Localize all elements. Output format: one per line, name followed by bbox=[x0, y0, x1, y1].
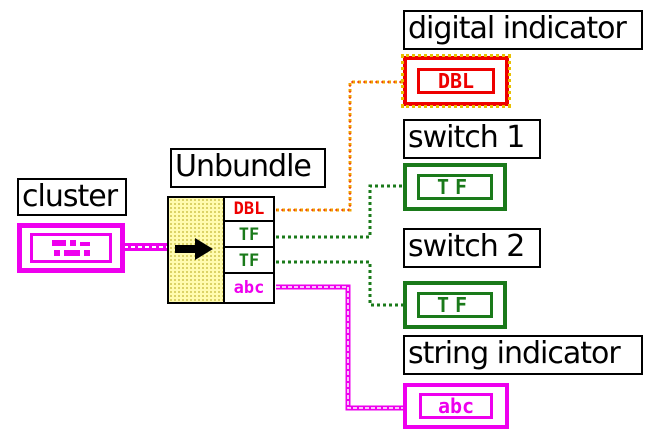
cluster-label: cluster bbox=[17, 178, 127, 216]
tf-wire-2[interactable] bbox=[276, 260, 404, 307]
string-indicator-terminal[interactable]: abc bbox=[403, 383, 509, 429]
tf-type-badge: TF bbox=[417, 292, 493, 318]
digital-indicator-label: digital indicator bbox=[403, 10, 643, 50]
abc-type-badge: abc bbox=[419, 393, 493, 419]
cluster-glyph bbox=[52, 240, 90, 256]
unbundle-node[interactable]: DBL TF TF abc bbox=[167, 196, 275, 304]
arrow-right-icon bbox=[175, 238, 213, 260]
unbundle-output-tf-2[interactable]: TF bbox=[225, 250, 273, 274]
switch-2-label: switch 2 bbox=[403, 228, 541, 268]
switch-2-terminal[interactable]: TF bbox=[403, 281, 507, 329]
unbundle-label: Unbundle bbox=[170, 148, 326, 188]
unbundle-output-dbl[interactable]: DBL bbox=[225, 198, 273, 222]
unbundle-output-tf-1[interactable]: TF bbox=[225, 224, 273, 248]
string-indicator-label: string indicator bbox=[403, 335, 643, 375]
unbundle-body bbox=[169, 198, 225, 302]
dbl-type-badge: DBL bbox=[417, 68, 495, 94]
cluster-icon bbox=[30, 233, 112, 263]
switch-1-label: switch 1 bbox=[403, 119, 541, 159]
cluster-terminal[interactable] bbox=[17, 223, 125, 273]
tf-wire-1[interactable] bbox=[276, 184, 404, 239]
unbundle-output-abc[interactable]: abc bbox=[233, 277, 265, 298]
digital-indicator-terminal[interactable]: DBL bbox=[401, 54, 511, 108]
tf-type-badge: TF bbox=[417, 174, 493, 200]
string-wire[interactable] bbox=[276, 284, 404, 411]
dbl-wire[interactable] bbox=[276, 80, 404, 212]
switch-1-terminal[interactable]: TF bbox=[403, 163, 507, 211]
